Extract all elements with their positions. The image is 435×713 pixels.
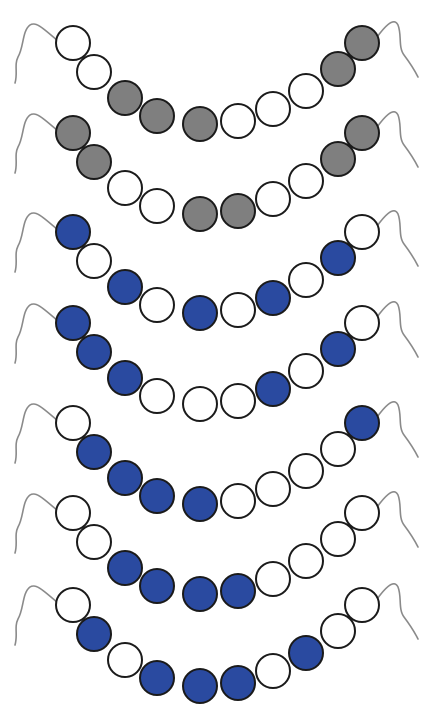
left-cord	[15, 494, 58, 553]
bead	[321, 52, 355, 86]
bead	[140, 288, 174, 322]
bead	[289, 74, 323, 108]
right-cord	[377, 302, 418, 357]
bead	[140, 189, 174, 223]
bead	[56, 26, 90, 60]
bead	[221, 666, 255, 700]
necklace-strand	[15, 584, 418, 703]
bead	[256, 182, 290, 216]
bead	[108, 551, 142, 585]
bead	[183, 669, 217, 703]
bead	[108, 270, 142, 304]
right-cord	[377, 492, 418, 547]
bead	[108, 81, 142, 115]
left-cord	[15, 404, 58, 463]
bead	[108, 643, 142, 677]
bead	[140, 99, 174, 133]
bead	[56, 406, 90, 440]
bead	[345, 116, 379, 150]
bead	[77, 335, 111, 369]
bead	[108, 461, 142, 495]
left-cord	[15, 586, 58, 645]
bead	[77, 525, 111, 559]
bead	[256, 562, 290, 596]
bead	[140, 661, 174, 695]
bead	[256, 372, 290, 406]
bead	[256, 92, 290, 126]
bead	[321, 142, 355, 176]
bead	[77, 55, 111, 89]
bead	[289, 544, 323, 578]
bead	[221, 293, 255, 327]
bead	[221, 104, 255, 138]
bead	[221, 484, 255, 518]
bead	[321, 522, 355, 556]
bead	[56, 215, 90, 249]
right-cord	[377, 584, 418, 639]
bead	[345, 306, 379, 340]
bead	[183, 107, 217, 141]
bead	[183, 387, 217, 421]
bead	[56, 116, 90, 150]
right-cord	[377, 22, 418, 77]
left-cord	[15, 24, 58, 83]
left-cord	[15, 114, 58, 173]
bead	[183, 296, 217, 330]
bead	[289, 354, 323, 388]
bead	[345, 215, 379, 249]
bead	[183, 487, 217, 521]
bead	[321, 614, 355, 648]
right-cord	[377, 211, 418, 266]
bead	[221, 194, 255, 228]
bead	[256, 654, 290, 688]
bead	[56, 496, 90, 530]
bead	[77, 617, 111, 651]
bead	[221, 384, 255, 418]
left-cord	[15, 213, 58, 272]
bead	[56, 588, 90, 622]
bead	[77, 244, 111, 278]
bead	[289, 454, 323, 488]
bead	[140, 569, 174, 603]
bead	[256, 281, 290, 315]
bead	[108, 171, 142, 205]
bead	[345, 496, 379, 530]
bead	[140, 379, 174, 413]
bead	[345, 588, 379, 622]
bead	[56, 306, 90, 340]
bead	[77, 435, 111, 469]
bead	[221, 574, 255, 608]
right-cord	[377, 112, 418, 167]
bead	[183, 197, 217, 231]
bead	[321, 241, 355, 275]
bead	[140, 479, 174, 513]
bead	[256, 472, 290, 506]
bead	[321, 332, 355, 366]
bead	[289, 164, 323, 198]
bead	[289, 263, 323, 297]
bead	[183, 577, 217, 611]
right-cord	[377, 402, 418, 457]
bead	[77, 145, 111, 179]
bead	[345, 406, 379, 440]
left-cord	[15, 304, 58, 363]
bead	[321, 432, 355, 466]
bead	[345, 26, 379, 60]
bead	[289, 636, 323, 670]
bead	[108, 361, 142, 395]
